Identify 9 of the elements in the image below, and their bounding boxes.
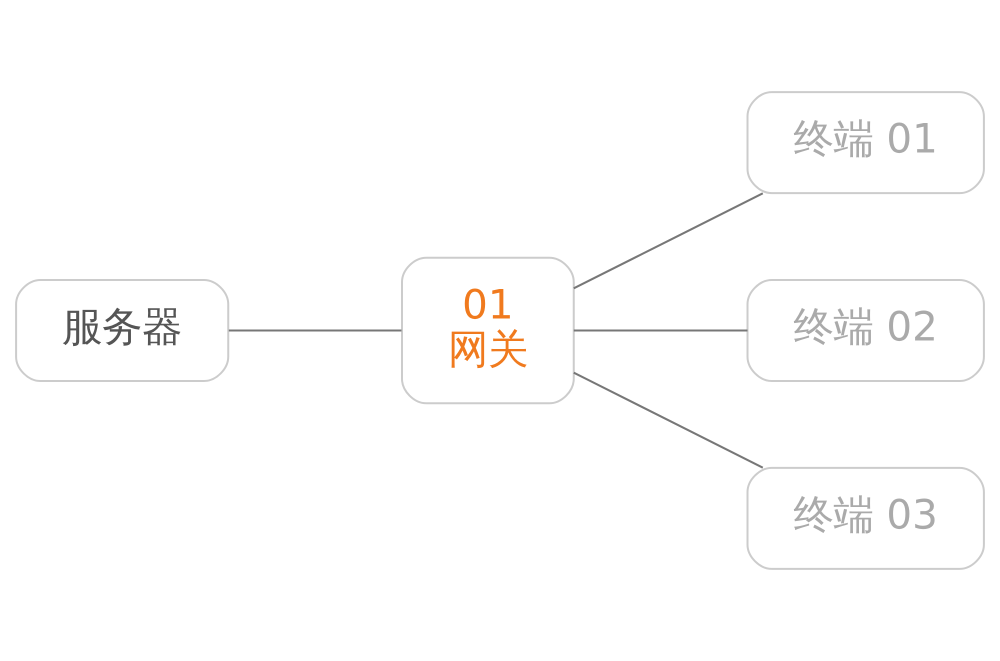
node-box: 01 网关 (401, 256, 575, 404)
connector (574, 330, 748, 332)
connector (573, 192, 764, 290)
node-box: 终端 02 (746, 278, 985, 382)
connector (228, 330, 402, 332)
connector (573, 372, 764, 469)
node-box: 终端 01 (746, 91, 985, 194)
node-box: 终端 03 (746, 466, 985, 570)
node-box: 服务器 (15, 278, 230, 382)
